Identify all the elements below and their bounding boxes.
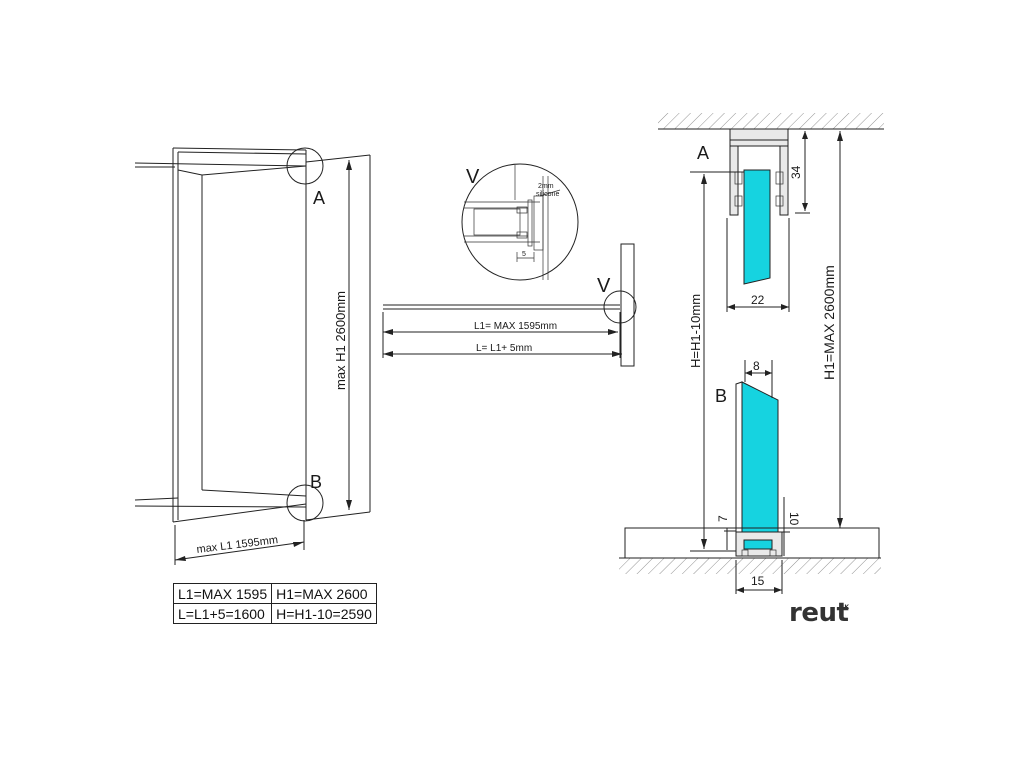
dim-10-label: 10 [787, 512, 801, 526]
spec-l: L=L1+5=1600 [172, 603, 273, 624]
dim-22-label: 22 [751, 293, 765, 307]
detail-circle-v [461, 163, 579, 281]
detail-circle-a [286, 147, 324, 185]
spec-h1: H1=MAX 2600 [271, 583, 377, 604]
brand-suffix: SK [840, 604, 849, 611]
h1-formula-label: H1=MAX 2600mm [821, 265, 837, 380]
label-v-detail: V [466, 166, 480, 188]
max-h1-label: max H1 2600mm [333, 291, 348, 390]
dim-7-label: 7 [716, 515, 730, 522]
l-dim-label: L= L1+ 5mm [476, 343, 532, 354]
specs-row: L1=MAX 1595 H1=MAX 2600 [172, 583, 377, 604]
silicone-label-2: silicone [536, 191, 559, 198]
max-l1-label: max L1 1595mm [196, 534, 279, 556]
brand-logo: reut [789, 598, 849, 628]
label-v: V [597, 275, 611, 297]
top-view [382, 163, 637, 367]
dim-8-label: 8 [753, 359, 760, 373]
label-a-section: A [697, 143, 709, 163]
h-formula-label: H=H1-10mm [688, 294, 703, 368]
spec-l1: L1=MAX 1595 [172, 583, 273, 604]
section-view [619, 113, 884, 594]
panel-perspective-view [134, 147, 371, 565]
detail-circle-b [286, 484, 324, 522]
label-a: A [313, 188, 325, 208]
specs-row: L=L1+5=1600 H=H1-10=2590 [172, 603, 377, 624]
dim-15-label: 15 [751, 574, 765, 588]
silicone-label-1: 2mm [538, 183, 554, 190]
l1-dim-label: L1= MAX 1595mm [474, 321, 557, 332]
label-b: B [310, 472, 322, 492]
label-b-section: B [715, 386, 727, 406]
spec-h: H=H1-10=2590 [271, 603, 377, 624]
gap-s-label: 5 [522, 251, 526, 258]
dim-34-label: 34 [789, 165, 803, 179]
specs-table: L1=MAX 1595 H1=MAX 2600 L=L1+5=1600 H=H1… [172, 583, 377, 624]
